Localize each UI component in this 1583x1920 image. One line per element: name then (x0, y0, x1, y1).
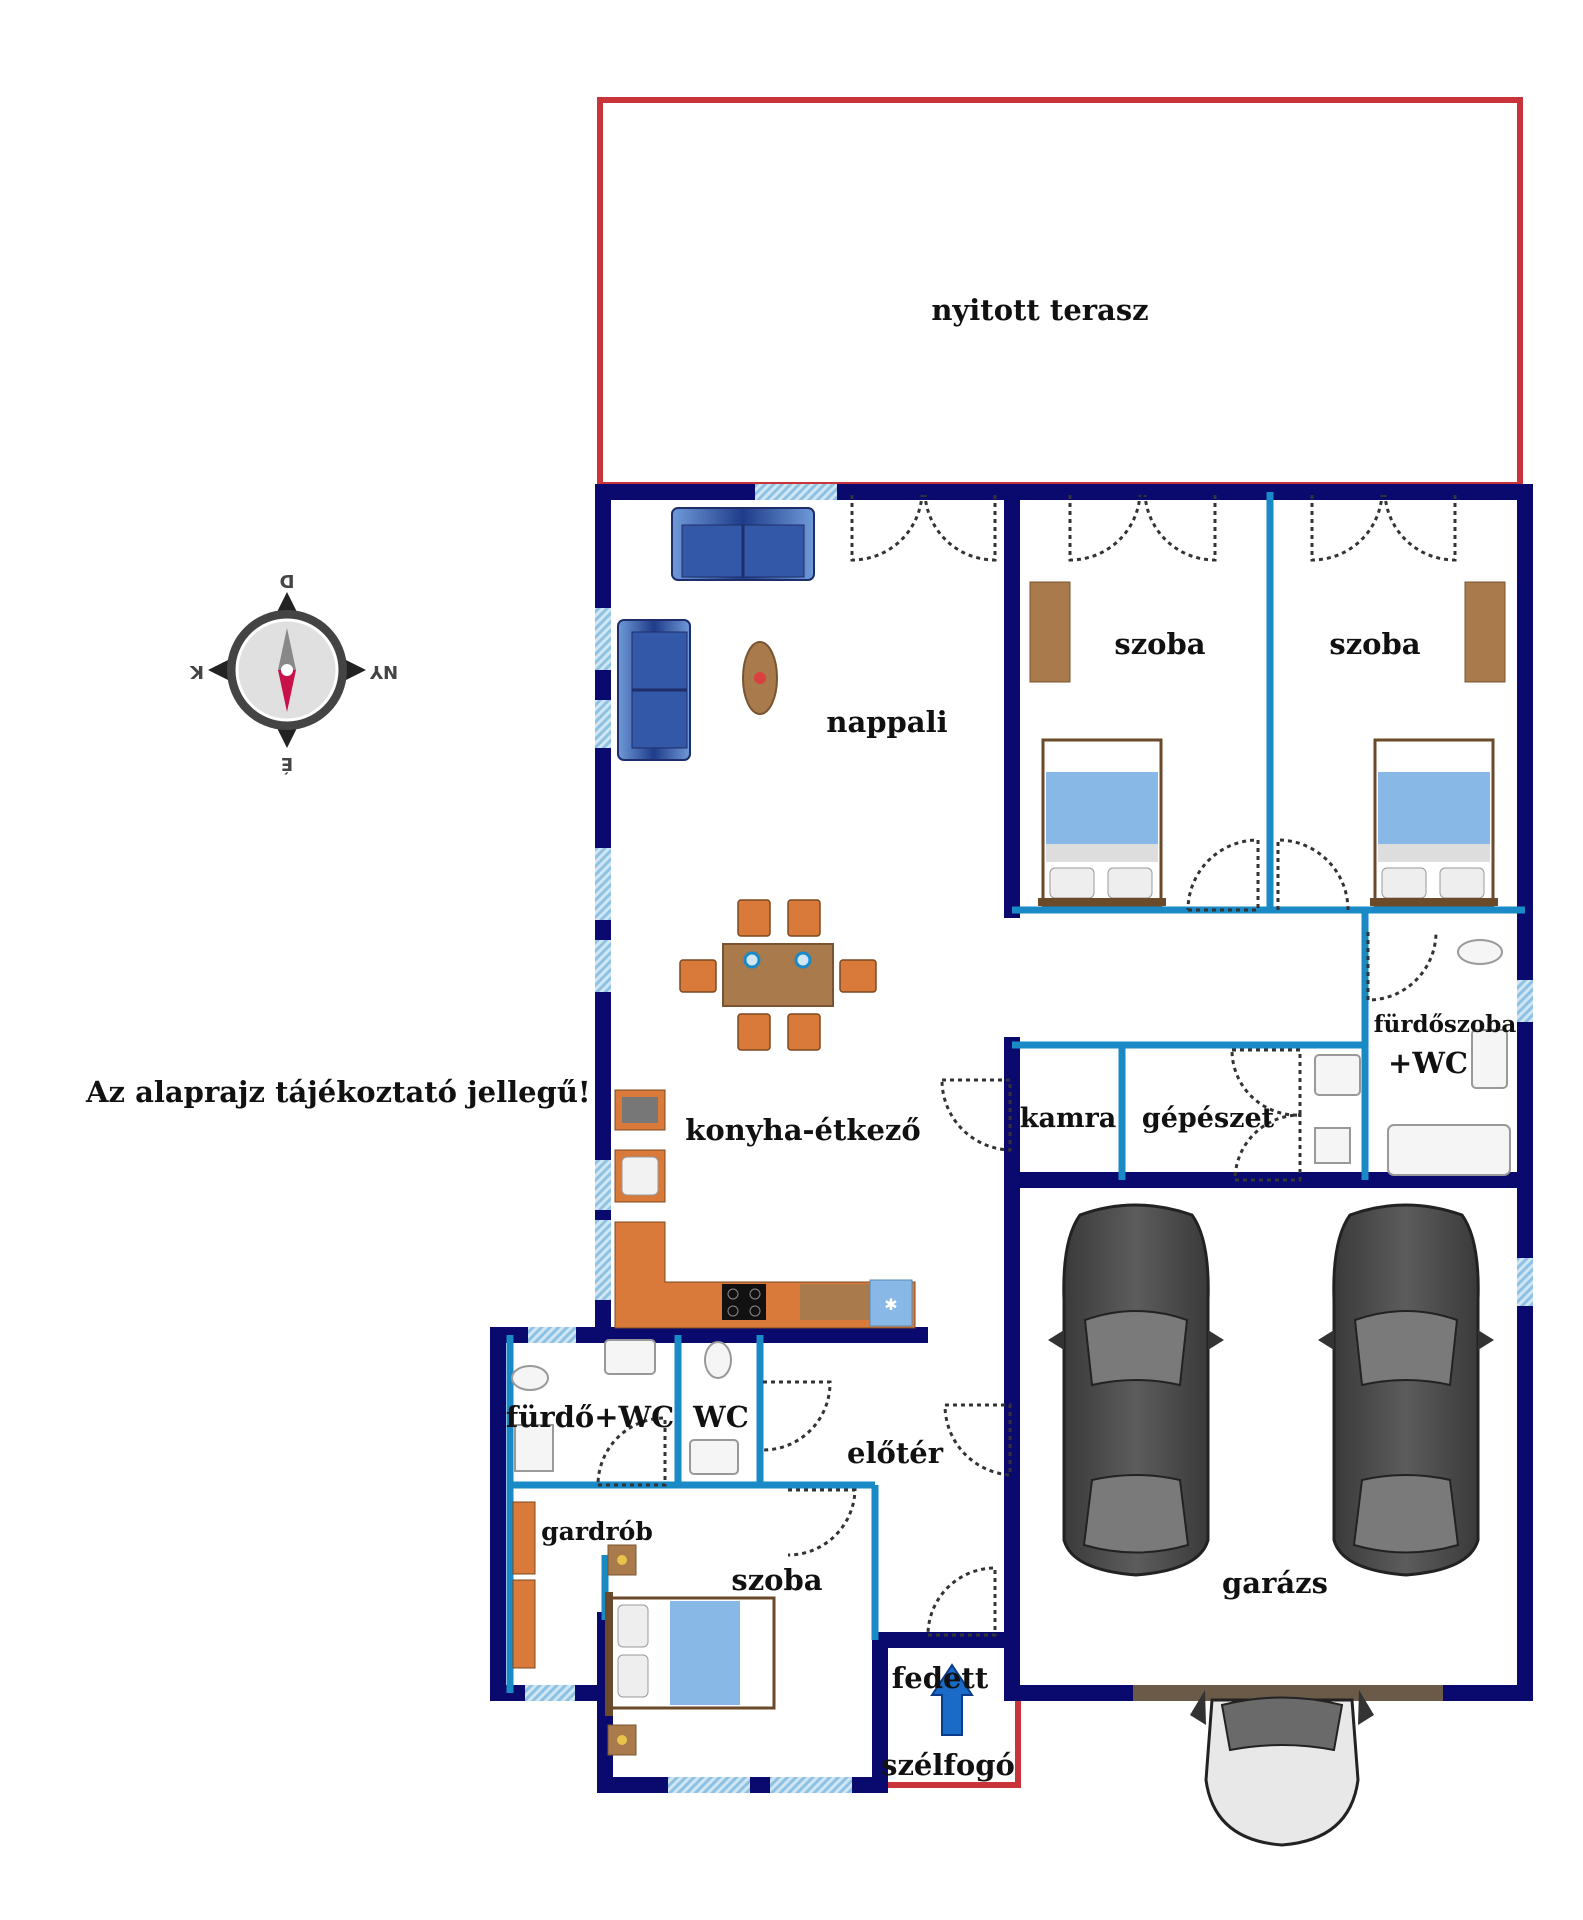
bed-bedroom1 (1038, 738, 1166, 907)
bed-bedroom3 (605, 1544, 776, 1756)
bathroom-fixtures (511, 939, 1511, 1475)
room-label-living: nappali (826, 705, 947, 739)
kitchen-counter: ✱ (614, 1089, 916, 1329)
disclaimer-note: Az alaprajz tájékoztató jellegű! (85, 1075, 591, 1109)
room-label-bedroom1: szoba (1114, 627, 1205, 661)
car-icon-right (1318, 1203, 1494, 1577)
room-label-wc: WC (692, 1400, 749, 1434)
room-label-bathroom-wc: +WC (1388, 1046, 1468, 1080)
room-label-mechanical: gépészet (1142, 1103, 1275, 1134)
room-label-bedroom3: szoba (731, 1563, 822, 1597)
wardrobe-bedroom1 (1029, 581, 1071, 683)
sofa-left (617, 619, 691, 761)
room-label-vestibule: szélfogó (881, 1748, 1015, 1782)
entrance-arrow-icon (930, 1663, 974, 1736)
inner-walls (506, 492, 1525, 1693)
vestibule-outline (880, 1695, 1021, 1788)
room-label-pantry: kamra (1020, 1103, 1117, 1134)
room-label-terrace: nyitott terasz (931, 293, 1148, 327)
dining-set (679, 899, 877, 1051)
room-label-covered: fedett (892, 1661, 989, 1695)
room-label-kitchen: konyha-étkező (685, 1113, 920, 1147)
car-icon-outside (1190, 1690, 1374, 1847)
windows (525, 484, 1533, 1793)
compass-west-label: NY (369, 661, 398, 682)
room-label-garage: garázs (1222, 1566, 1328, 1600)
interior-doors[interactable] (596, 838, 1438, 1637)
compass-east-label: K (189, 661, 204, 682)
sofa-top (671, 507, 815, 581)
room-label-hall: előtér (847, 1436, 944, 1470)
room-label-bathroom: fürdőszoba (1374, 1011, 1517, 1038)
wardrobe-bedroom2 (1464, 581, 1506, 683)
svg-text:✱: ✱ (884, 1295, 897, 1314)
compass-north-label: É (281, 753, 293, 775)
compass-south-label: D (280, 570, 295, 591)
room-label-bedroom2: szoba (1329, 627, 1420, 661)
car-icon-left (1048, 1203, 1224, 1577)
room-label-bath-wc-small: fürdő+WC (506, 1400, 674, 1434)
wardrobe-shelves (512, 1501, 536, 1669)
terrace-doors[interactable] (850, 494, 1457, 562)
bed-bedroom2 (1370, 738, 1498, 907)
room-label-wardrobe: gardrób (541, 1517, 653, 1546)
compass-icon (208, 592, 366, 748)
coffee-table (742, 641, 778, 715)
